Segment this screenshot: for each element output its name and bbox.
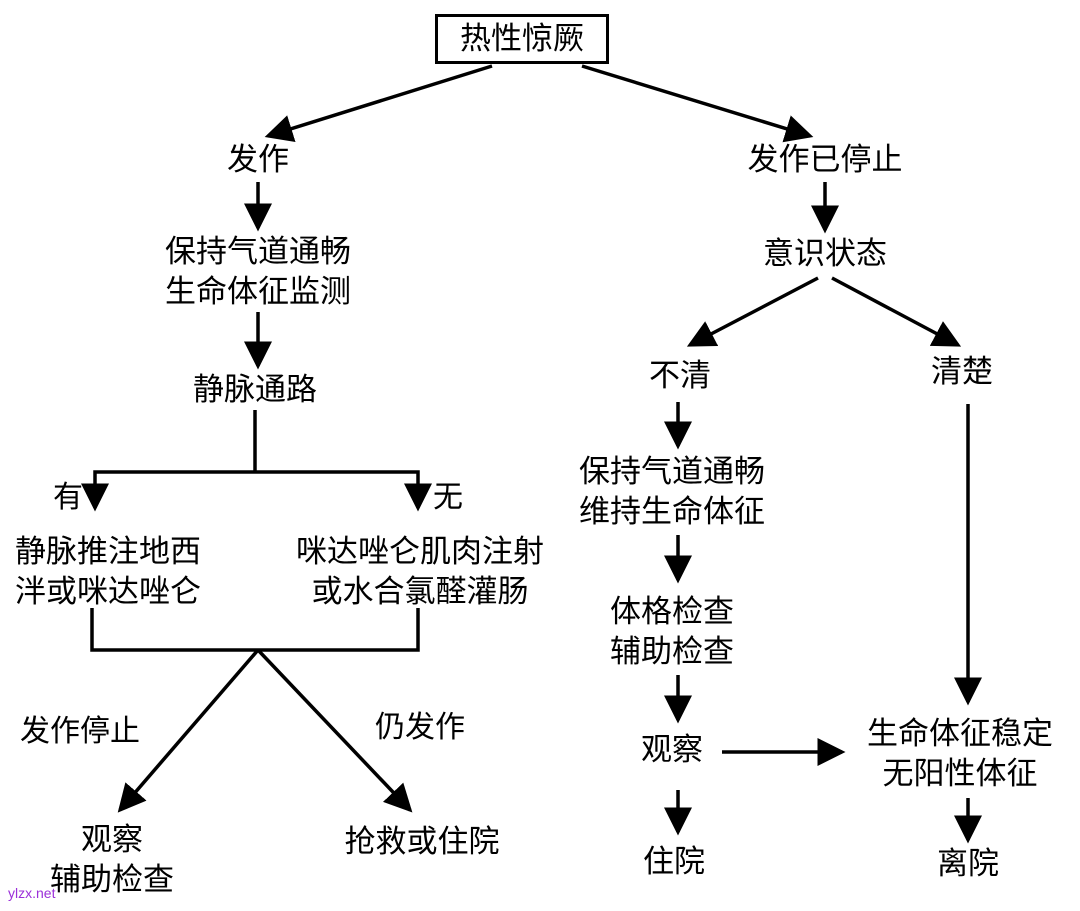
node-consciousness-text: 意识状态: [763, 236, 887, 272]
node-observe-right-text: 观察: [641, 732, 703, 768]
node-stable-line1: 生命体征稳定: [867, 716, 1053, 752]
watermark: ylzx.net: [8, 885, 56, 901]
node-unclear: 不清: [649, 356, 711, 396]
title-text: 热性惊厥: [460, 21, 584, 57]
node-observe-left: 观察 辅助检查: [50, 820, 174, 900]
edge-join-to-observe: [117, 648, 260, 813]
node-airway-left-line2: 生命体征监测: [165, 274, 351, 310]
node-consciousness: 意识状态: [763, 234, 887, 274]
node-stable-line2: 无阳性体征: [882, 756, 1038, 792]
label-still-seizing: 仍发作: [375, 708, 465, 748]
node-admit-text: 住院: [643, 844, 705, 880]
label-yes: 有: [53, 478, 83, 518]
node-clear: 清楚: [931, 352, 993, 392]
edge-join-to-rescue: [256, 648, 413, 813]
node-observe-left-line1: 观察: [81, 822, 143, 858]
node-exam-line2: 辅助检查: [610, 634, 734, 670]
node-airway-left: 保持气道通畅 生命体征监测: [165, 232, 351, 312]
node-iv-yes-treatment-line1: 静脉推注地西: [15, 534, 201, 570]
node-airway-left-line1: 保持气道通畅: [165, 234, 351, 270]
node-airway-right: 保持气道通畅 维持生命体征: [579, 452, 765, 532]
edge-title-to-stopped: [581, 64, 814, 143]
node-unclear-text: 不清: [649, 358, 711, 394]
edge-consciousness-to-unclear: [686, 276, 819, 347]
node-iv-no-treatment: 咪达唑仑肌肉注射 或水合氯醛灌肠: [296, 532, 544, 612]
label-no-text: 无: [433, 480, 463, 515]
label-seizure-stopped-text: 发作停止: [20, 714, 140, 749]
node-iv-yes-treatment: 静脉推注地西 泮或咪达唑仑: [15, 532, 201, 612]
node-rescue: 抢救或住院: [345, 822, 500, 862]
node-stable: 生命体征稳定 无阳性体征: [867, 714, 1053, 794]
node-iv-access: 静脉通路: [193, 370, 317, 410]
edge-consciousness-to-clear: [831, 276, 962, 347]
edge-iv-yes: [81, 470, 255, 512]
node-seizure-text: 发作: [227, 142, 289, 178]
node-observe-right: 观察: [641, 730, 703, 770]
node-iv-no-treatment-line1: 咪达唑仑肌肉注射: [296, 534, 544, 570]
node-stopped-text: 发作已停止: [747, 142, 903, 178]
label-no: 无: [433, 478, 463, 518]
node-iv-access-text: 静脉通路: [193, 372, 317, 408]
node-rescue-text: 抢救或住院: [344, 824, 500, 860]
title-box: 热性惊厥: [435, 14, 609, 64]
node-iv-no-treatment-line2: 或水合氯醛灌肠: [311, 574, 529, 610]
node-observe-left-line2: 辅助检查: [50, 862, 174, 898]
node-clear-text: 清楚: [931, 354, 993, 390]
label-yes-text: 有: [53, 480, 83, 515]
node-airway-right-line1: 保持气道通畅: [579, 454, 765, 490]
node-stopped: 发作已停止: [748, 140, 903, 180]
node-airway-right-line2: 维持生命体征: [579, 494, 765, 530]
node-exam: 体格检查 辅助检查: [610, 592, 734, 672]
label-still-seizing-text: 仍发作: [375, 710, 465, 745]
node-iv-yes-treatment-line2: 泮或咪达唑仑: [15, 574, 201, 610]
node-discharge: 离院: [937, 844, 999, 884]
node-exam-line1: 体格检查: [610, 594, 734, 630]
label-seizure-stopped: 发作停止: [20, 712, 140, 752]
edge-title-to-seizure: [264, 64, 493, 143]
node-discharge-text: 离院: [937, 846, 999, 882]
node-seizure: 发作: [227, 140, 289, 180]
node-admit: 住院: [643, 842, 705, 882]
edge-treatment-join: [90, 608, 420, 652]
edge-iv-no: [255, 470, 432, 512]
